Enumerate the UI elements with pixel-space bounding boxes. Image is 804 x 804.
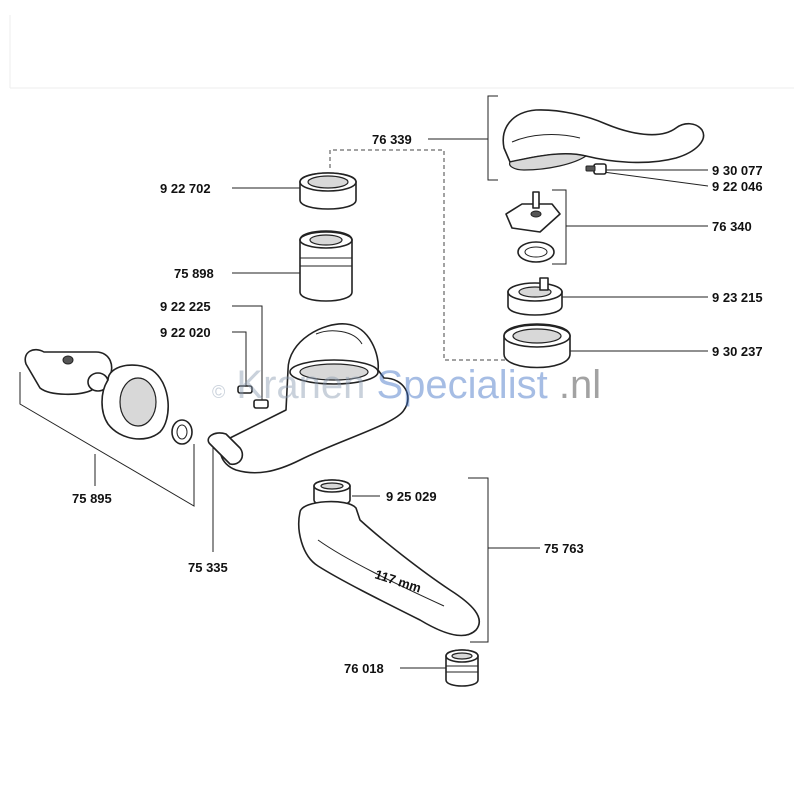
- thermo-cartridge-part: [299, 230, 353, 302]
- frame-lines: [9, 15, 794, 89]
- watermark-word-specialist: Specialist: [377, 363, 548, 407]
- label-925029: 9 25 029: [386, 489, 437, 504]
- leader-lines: [19, 95, 709, 669]
- label-922225: 9 22 225: [160, 299, 211, 314]
- label-76018: 76 018: [344, 661, 384, 676]
- watermark-text: © Kranen Specialist .nl: [212, 363, 601, 407]
- small-screws-part: [237, 385, 269, 409]
- aerator-part: [445, 649, 479, 687]
- lever-handle-part: [502, 109, 705, 171]
- cover-ring-part: [503, 323, 571, 369]
- wall-connector-part: [24, 348, 193, 445]
- cartridge-part: [507, 277, 563, 316]
- label-76339: 76 339: [372, 132, 412, 147]
- label-922702: 9 22 702: [160, 181, 211, 196]
- label-922046: 9 22 046: [712, 179, 763, 194]
- label-930077: 9 30 077: [712, 163, 763, 178]
- nut-part: [299, 172, 357, 210]
- part-number-labels: 76 339 9 30 077 9 22 046 9 22 702 76 340…: [72, 132, 763, 676]
- label-75763: 75 763: [544, 541, 584, 556]
- label-930237: 9 30 237: [712, 344, 763, 359]
- spout-part: [298, 500, 481, 637]
- set-screw-part: [585, 163, 607, 175]
- watermark-copyright: ©: [212, 382, 225, 402]
- label-75335: 75 335: [188, 560, 228, 575]
- valve-body-part: [207, 323, 409, 474]
- label-75895: 75 895: [72, 491, 112, 506]
- label-75898: 75 898: [174, 266, 214, 281]
- cartridge-bracket-part: [505, 191, 561, 263]
- spout-seal-part: [313, 479, 351, 507]
- watermark-suffix: .nl: [559, 363, 601, 407]
- label-922020: 9 22 020: [160, 325, 211, 340]
- watermark-word-kranen: Kranen: [236, 363, 365, 407]
- label-923215: 9 23 215: [712, 290, 763, 305]
- label-76340: 76 340: [712, 219, 752, 234]
